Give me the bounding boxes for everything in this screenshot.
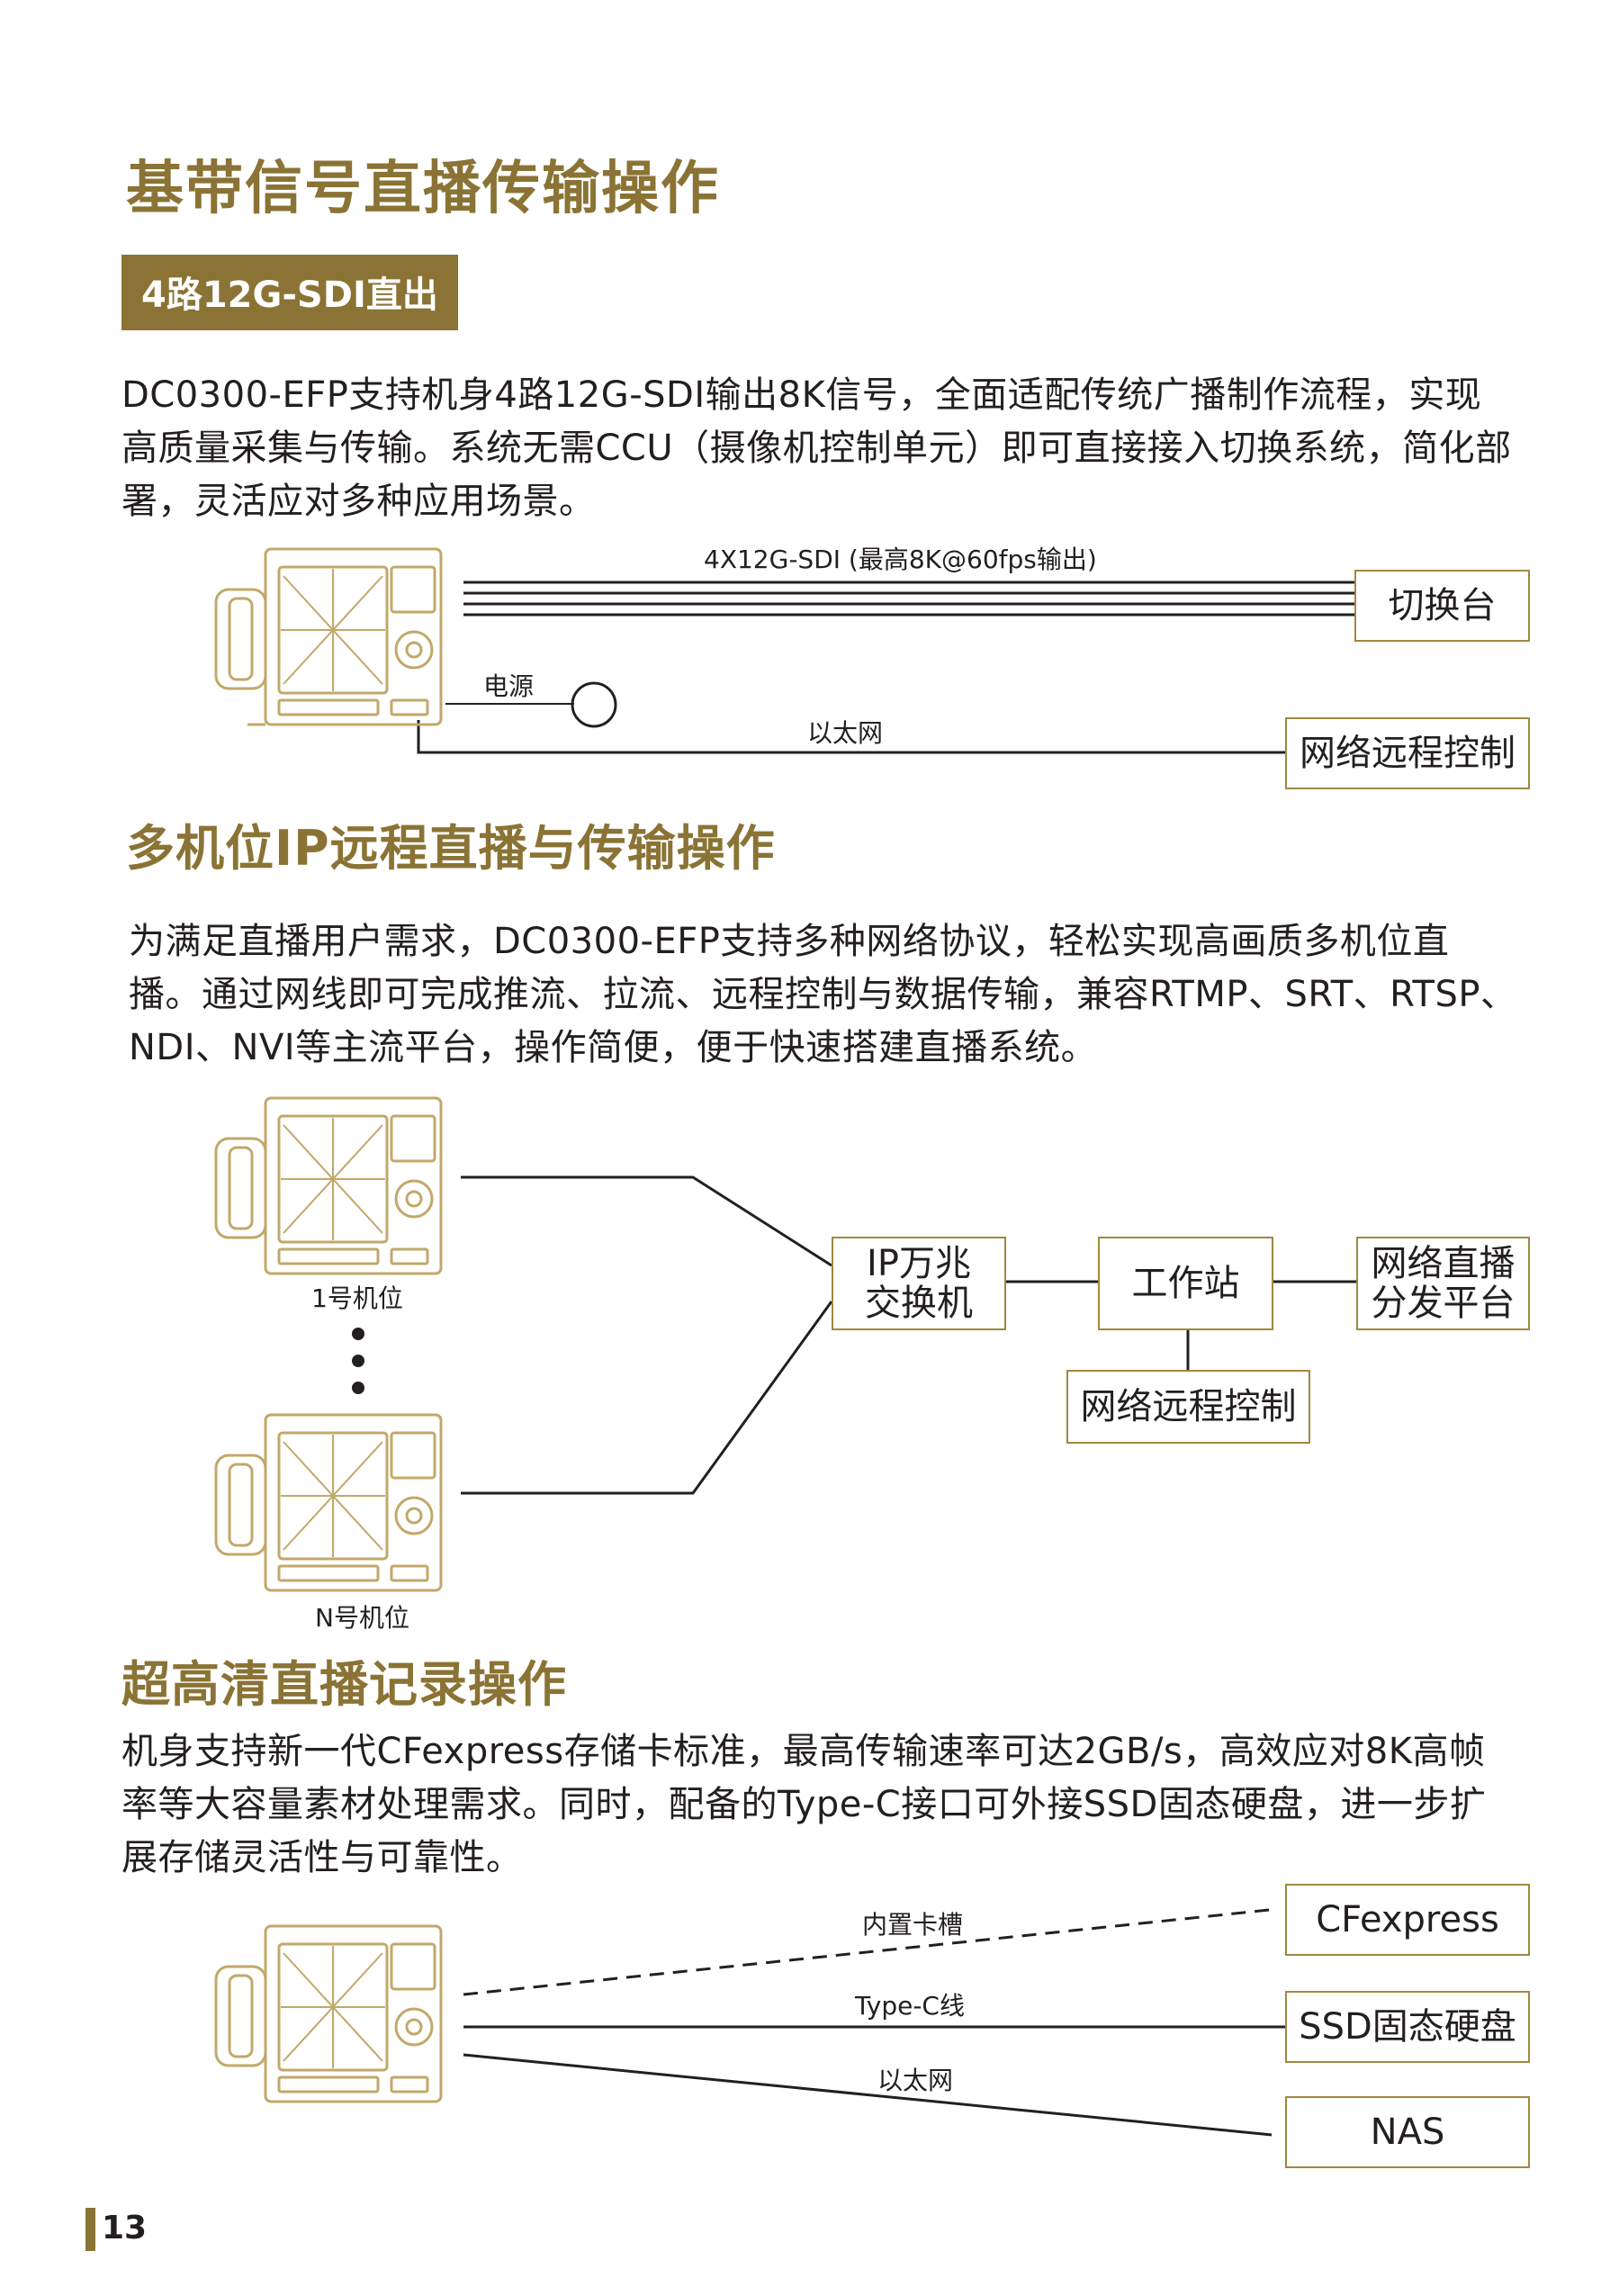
ethernet-label: 以太网	[877, 2066, 954, 2095]
camera1-label: 1号机位	[311, 1283, 403, 1313]
ssd-box: SSD固态硬盘	[1285, 1991, 1530, 2063]
typec-label: Type-C线	[855, 1991, 965, 2021]
remote-control-box: 网络远程控制	[1066, 1370, 1310, 1444]
cfexpress-box: CFexpress	[1285, 1884, 1530, 1956]
live-platform-box: 网络直播 分发平台	[1356, 1237, 1530, 1330]
cameraN-label: N号机位	[315, 1603, 409, 1633]
power-label: 电源	[483, 671, 535, 701]
page-number-bar	[85, 2208, 95, 2251]
nas-box: NAS	[1285, 2096, 1530, 2168]
slot-label: 内置卡槽	[862, 1910, 964, 1940]
section2-title: 多机位IP远程直播与传输操作	[126, 820, 776, 877]
switcher-box: 切换台	[1354, 570, 1530, 642]
workstation-box: 工作站	[1098, 1237, 1273, 1330]
section3-title: 超高清直播记录操作	[121, 1656, 567, 1713]
ethernet-label: 以太网	[807, 718, 884, 748]
sdi-label: 4X12G-SDI (最高8K@60fps输出)	[704, 545, 1097, 574]
section1-paragraph: DC0300-EFP支持机身4路12G-SDI输出8K信号，全面适配传统广播制作…	[121, 374, 1512, 522]
section1-title: 基带信号直播传输操作	[126, 156, 720, 222]
section3-paragraph: 机身支持新一代CFexpress存储卡标准，最高传输速率可达2GB/s，高效应对…	[121, 1731, 1487, 1878]
ip-switch-box: IP万兆 交换机	[832, 1237, 1006, 1330]
section2-paragraph: 为满足直播用户需求，DC0300-EFP支持多种网络协议，轻松实现高画质多机位直…	[129, 921, 1517, 1068]
remote-control-box: 网络远程控制	[1285, 717, 1530, 789]
section1-tag: 4路12G-SDI直出	[121, 255, 458, 330]
page-number: 13	[102, 2210, 148, 2246]
